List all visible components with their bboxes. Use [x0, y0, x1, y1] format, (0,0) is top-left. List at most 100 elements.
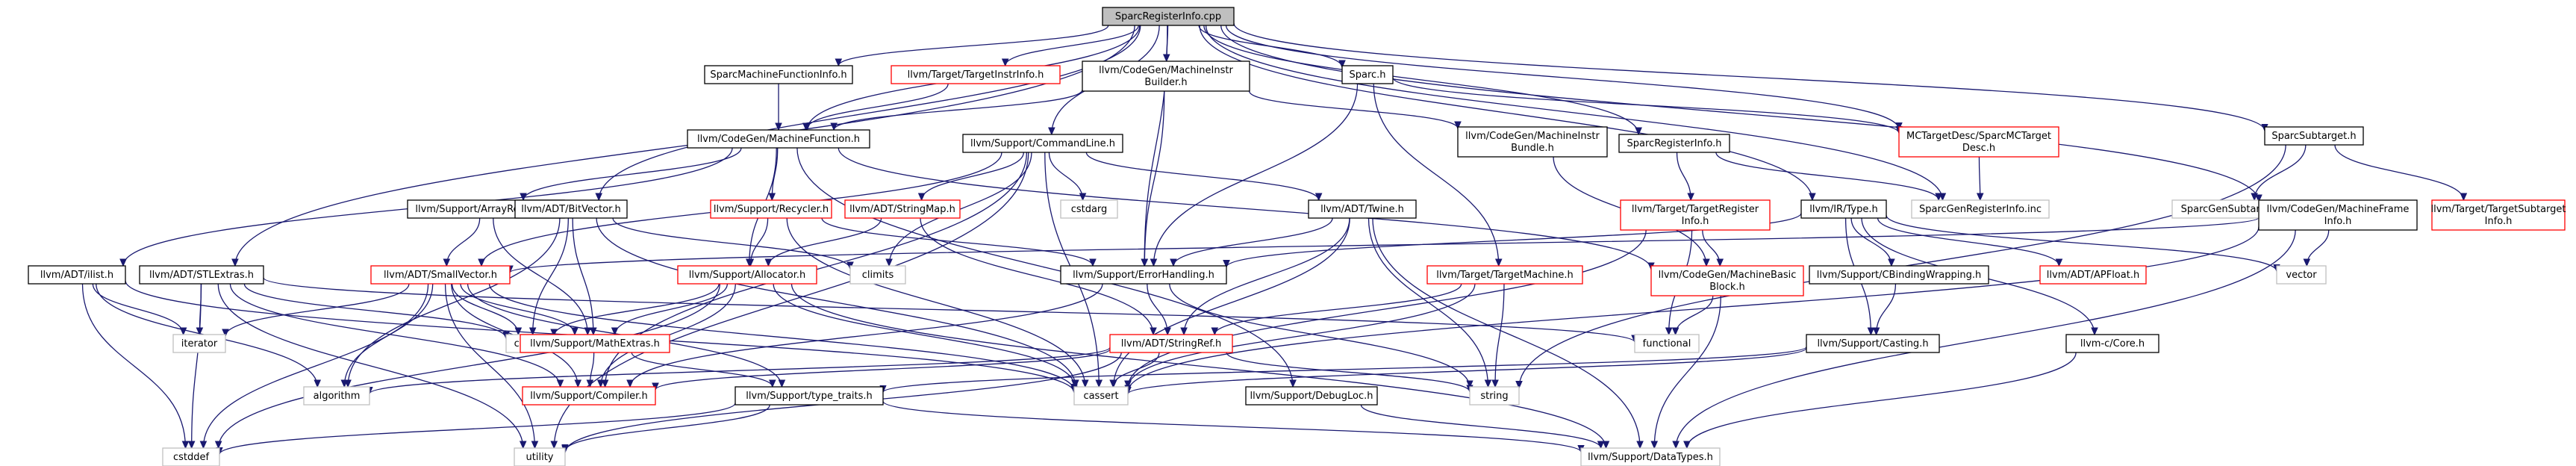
node-label: SparcSubtarget.h: [2271, 131, 2356, 142]
node-allocator[interactable]: llvm/Support/Allocator.h: [677, 265, 817, 285]
node-targetmachine[interactable]: llvm/Target/TargetMachine.h: [1426, 265, 1583, 285]
node-sparcreginfo[interactable]: SparcRegisterInfo.h: [1618, 134, 1730, 153]
node-box: [1102, 7, 1235, 26]
node-box: [1245, 386, 1378, 406]
node-genreginc[interactable]: SparcGenRegisterInfo.inc: [1911, 199, 2050, 219]
edge-targetreg-to-cassert: [1128, 229, 1647, 388]
node-cstddef[interactable]: cstddef: [162, 447, 220, 466]
node-box: [735, 386, 884, 406]
node-label: llvm/ADT/Twine.h: [1320, 204, 1404, 215]
node-llvmccore[interactable]: llvm-c/Core.h: [2065, 334, 2159, 353]
node-label: llvm/Support/Casting.h: [1817, 338, 1928, 350]
node-apfloat[interactable]: llvm/ADT/APFloat.h: [2039, 265, 2147, 285]
edge-mbb-to-functional: [1676, 295, 1714, 335]
node-label: Info.h: [1682, 216, 1709, 227]
node-label: llvm/Support/ErrorHandling.h: [1073, 270, 1214, 281]
node-utility[interactable]: utility: [514, 447, 566, 466]
node-root[interactable]: SparcRegisterInfo.cpp: [1102, 7, 1235, 26]
edge-smallvector-to-mathextras: [460, 283, 575, 335]
node-label: llvm/Support/type_traits.h: [746, 391, 873, 402]
node-label: llvm/CodeGen/MachineBasic: [1659, 270, 1797, 281]
node-stringmap[interactable]: llvm/ADT/StringMap.h: [844, 199, 961, 219]
node-label: Block.h: [1709, 282, 1745, 293]
node-sparch[interactable]: Sparc.h: [1341, 65, 1394, 84]
edge-sparcreginfo-to-genreginc: [1715, 152, 1939, 200]
node-iterator[interactable]: iterator: [172, 334, 226, 353]
node-label: Info.h: [2485, 216, 2513, 227]
node-compiler[interactable]: llvm/Support/Compiler.h: [522, 386, 656, 406]
node-debugloc[interactable]: llvm/Support/DebugLoc.h: [1245, 386, 1378, 406]
node-irtype[interactable]: llvm/IR/Type.h: [1800, 199, 1887, 219]
node-targetinstr[interactable]: llvm/Target/TargetInstrInfo.h: [891, 65, 1061, 84]
edge-recycler-to-errhandling: [821, 217, 1093, 266]
edge-recycler-to-allocator: [750, 217, 769, 266]
node-cstdarg[interactable]: cstdarg: [1060, 199, 1118, 219]
node-box: [891, 65, 1061, 84]
node-box: [2039, 265, 2147, 285]
node-bitvector[interactable]: llvm/ADT/BitVector.h: [514, 199, 628, 219]
edge-allocator-to-cassert: [773, 283, 1075, 387]
node-string[interactable]: string: [1469, 386, 1520, 406]
node-label: llvm/CodeGen/MachineInstr: [1099, 65, 1233, 76]
node-label: llvm/CodeGen/MachineFrame: [2267, 204, 2410, 215]
node-label: functional: [1643, 338, 1691, 350]
node-ilist[interactable]: llvm/ADT/ilist.h: [28, 265, 126, 285]
node-twine[interactable]: llvm/ADT/Twine.h: [1308, 199, 1417, 219]
node-functional[interactable]: functional: [1634, 334, 1700, 353]
node-casting[interactable]: llvm/Support/Casting.h: [1806, 334, 1940, 353]
node-label: llvm-c/Core.h: [2080, 338, 2145, 350]
node-typetraits[interactable]: llvm/Support/type_traits.h: [735, 386, 884, 406]
node-box: [844, 199, 961, 219]
edge-debugloc-to-datatypes: [1360, 404, 1600, 448]
node-box: [1073, 386, 1129, 406]
node-climits[interactable]: climits: [849, 265, 906, 285]
edge-allocator-to-cstddef: [219, 283, 721, 448]
edge-targetreg-to-mbb: [1702, 229, 1720, 266]
node-cmdline[interactable]: llvm/Support/CommandLine.h: [962, 134, 1123, 153]
node-stringref[interactable]: llvm/ADT/StringRef.h: [1109, 334, 1233, 353]
node-label: utility: [526, 452, 554, 463]
node-label: llvm/Support/Recycler.h: [714, 204, 829, 215]
edge-stringmap-to-allocator: [768, 217, 882, 266]
node-box: [2065, 334, 2159, 353]
node-datatypes[interactable]: llvm/Support/DataTypes.h: [1580, 447, 1721, 466]
node-label: Desc.h: [1962, 143, 1995, 154]
edge-smallvector-to-cstddef: [203, 283, 429, 448]
node-smallvector[interactable]: llvm/ADT/SmallVector.h: [370, 265, 511, 285]
node-box: [1109, 334, 1233, 353]
node-errhandling[interactable]: llvm/Support/ErrorHandling.h: [1060, 265, 1227, 285]
node-cbinding[interactable]: llvm/Support/CBindingWrapping.h: [1809, 265, 1989, 285]
node-label: climits: [862, 270, 894, 281]
node-cassert[interactable]: cassert: [1073, 386, 1129, 406]
node-mathextras[interactable]: llvm/Support/MathExtras.h: [520, 334, 670, 353]
edge-stringref-to-cassert: [1113, 352, 1160, 387]
edge-root-to-sparcmfi: [838, 25, 1109, 66]
node-label: SparcMachineFunctionInfo.h: [710, 69, 846, 81]
edge-stlextras-to-iterator: [199, 283, 201, 335]
node-mf[interactable]: llvm/CodeGen/MachineFunction.h: [687, 129, 870, 149]
edge-sparch-to-targetmachine: [1373, 83, 1499, 266]
node-vector[interactable]: vector: [2276, 265, 2327, 285]
node-stlextras[interactable]: llvm/ADT/STLExtras.h: [139, 265, 264, 285]
edge-smallvector-to-utility: [444, 283, 535, 448]
node-algorithm[interactable]: algorithm: [303, 386, 370, 406]
edge-targetmachine-to-string: [1495, 283, 1505, 387]
node-sparcmfi[interactable]: SparcMachineFunctionInfo.h: [704, 65, 853, 84]
node-box: [687, 129, 870, 149]
edge-root-to-sparcreginfo: [1203, 25, 1638, 134]
node-box: [2258, 199, 2418, 231]
node-box: [28, 265, 126, 285]
node-box: [514, 199, 628, 219]
node-box: [1426, 265, 1583, 285]
node-sparcsub[interactable]: SparcSubtarget.h: [2264, 126, 2364, 146]
node-recycler[interactable]: llvm/Support/Recycler.h: [710, 199, 832, 219]
edge-stlextras-to-functional: [263, 277, 1635, 342]
node-label: llvm/ADT/ilist.h: [40, 270, 113, 281]
